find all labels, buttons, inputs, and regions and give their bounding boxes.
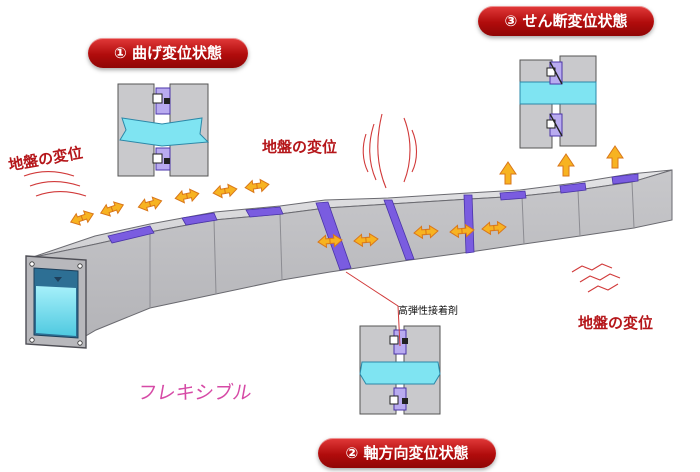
shear-up-arrows (499, 145, 624, 185)
joint-detail-shear (519, 55, 597, 149)
adhesive-leader-line (345, 271, 401, 347)
vibration-lines-icon (23, 113, 621, 293)
ground-displacement-label-center: 地盤の変位 (262, 138, 338, 156)
adhesive-label: 高弾性接着剤 (398, 306, 458, 317)
ground-displacement-label-right: 地盤の変位 (578, 314, 654, 332)
badge-shear-displacement: ③ せん断変位状態 (478, 6, 654, 36)
joint-detail-axial (359, 325, 441, 415)
badge-axial-displacement: ② 軸方向変位状態 (318, 438, 496, 468)
flexible-label: フレキシブル (135, 382, 254, 404)
badge-bending-displacement: ① 曲げ変位状態 (88, 38, 248, 68)
joint-detail-bending (117, 83, 210, 177)
culvert-body (25, 169, 673, 349)
